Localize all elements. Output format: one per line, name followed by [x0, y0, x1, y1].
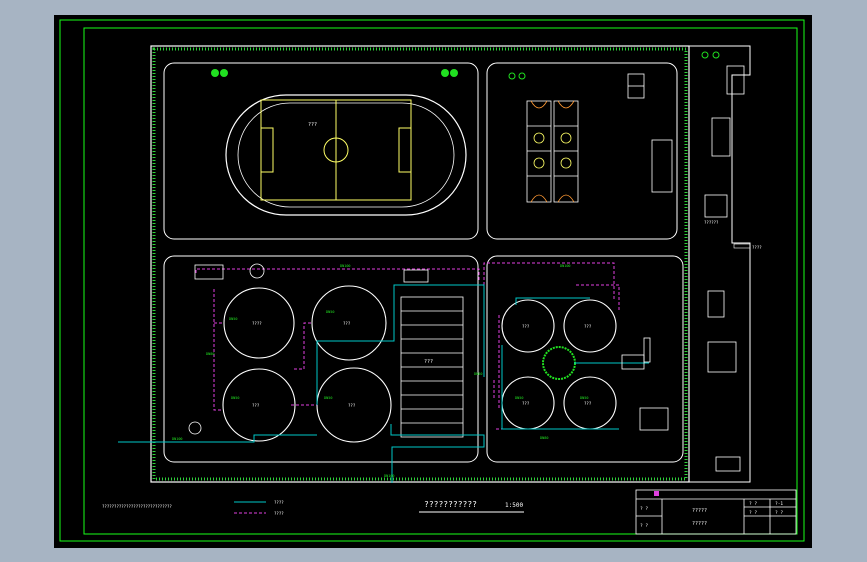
title-block-cell-b: ? ?: [640, 523, 648, 529]
tank-left-3-label: ???: [252, 403, 260, 408]
tank-right-1[interactable]: [501, 299, 555, 353]
pipe-tag: DN100: [384, 474, 395, 478]
pipe-tag: DN50: [326, 310, 334, 314]
tank-right-3-label: ???: [522, 401, 530, 406]
pipe-tag: DN80: [474, 372, 482, 376]
tank-left-4-label: ???: [348, 403, 356, 408]
legend-sewage-label: ????: [274, 511, 284, 516]
pump-station: [188, 263, 651, 435]
pipe-tag: DN80: [206, 352, 214, 356]
tank-left-3[interactable]: [222, 368, 296, 442]
basketball-courts: [526, 100, 579, 203]
pipe-tag: DN50: [229, 317, 237, 321]
drying-bed: [400, 296, 464, 438]
tank-left-1[interactable]: [223, 287, 295, 359]
pipe-legend: ???? ????: [234, 500, 284, 516]
tree-icons: [211, 51, 720, 80]
pipe-tag: DN50: [515, 396, 523, 400]
sports-field: [225, 94, 467, 216]
title-block: [635, 489, 797, 535]
title-block-cell-f: ? ?: [775, 510, 783, 516]
pipe-tag: DN100: [560, 264, 571, 268]
title-block-cell-e: ? ?: [749, 510, 757, 516]
tank-right-1-label: ???: [522, 324, 530, 329]
annex-wall: [689, 45, 751, 483]
title-block-name2: ?????: [692, 521, 707, 527]
drawing-sheet[interactable]: ???: [54, 15, 812, 548]
title-block-name1: ?????: [692, 508, 707, 514]
drawing-title: ???????????: [424, 500, 477, 509]
pipe-tag-group: DN50 DN50 DN100 DN80 DN50 DN50 DN100 DN1…: [172, 264, 588, 478]
tank-group-left: [222, 285, 392, 443]
pipe-tag: DN50: [231, 396, 239, 400]
building-label: ??????: [704, 220, 719, 225]
small-buildings: [627, 65, 745, 472]
pipe-tag: DN100: [340, 264, 351, 268]
tank-group-right: [501, 299, 617, 430]
left-note: ?????????????????????????????: [102, 504, 172, 509]
parking-label: ???: [424, 359, 433, 365]
tank-right-2[interactable]: [563, 299, 617, 353]
title-block-cell-d: ?-1: [775, 501, 783, 507]
title-block-cell-a: ? ?: [640, 506, 648, 512]
tank-right-4-label: ???: [584, 401, 592, 406]
tank-right-2-label: ???: [584, 324, 592, 329]
drawing-scale: 1:500: [505, 502, 523, 509]
inner-frame: [83, 27, 798, 535]
water-pipes: [118, 284, 649, 483]
pipe-tag: DN80: [540, 436, 548, 440]
road-outlines: [163, 62, 684, 463]
center-clarifier: [542, 346, 576, 380]
gate-label: ????: [752, 245, 762, 250]
tank-left-2[interactable]: [311, 285, 387, 361]
site-boundary: [150, 45, 690, 483]
pipe-tag: DN50: [580, 396, 588, 400]
pipe-tag: DN50: [324, 396, 332, 400]
title-block-cell-c: ? ?: [749, 501, 757, 507]
field-label: ???: [308, 122, 317, 128]
tank-left-1-label: ????: [252, 321, 262, 326]
outer-frame: [59, 19, 805, 542]
gate: [733, 243, 751, 249]
pipe-tag: DN100: [172, 437, 183, 441]
legend-water-label: ????: [274, 500, 284, 505]
site-plan-drawing: ???: [59, 19, 805, 542]
tank-left-2-label: ???: [343, 321, 351, 326]
title-block-mark: [654, 491, 659, 496]
